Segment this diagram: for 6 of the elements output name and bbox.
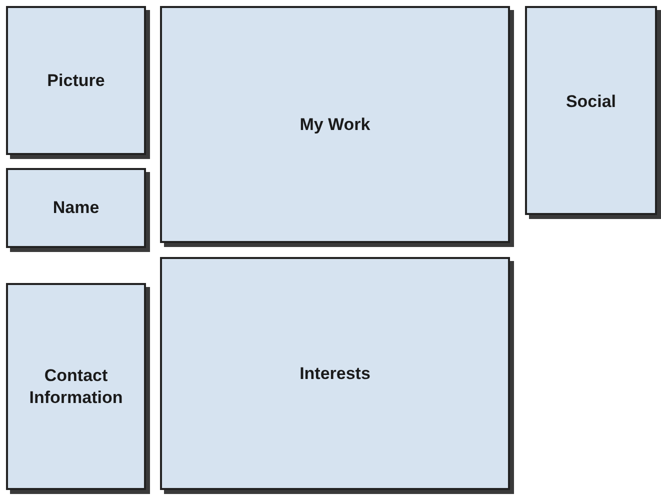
box-label: My Work xyxy=(300,114,370,136)
box-label: Picture xyxy=(47,70,105,92)
box-label: Interests xyxy=(300,362,370,384)
box-label: Name xyxy=(52,197,100,219)
box-label: Social xyxy=(566,90,616,112)
box-label: Contact Information xyxy=(28,364,124,408)
